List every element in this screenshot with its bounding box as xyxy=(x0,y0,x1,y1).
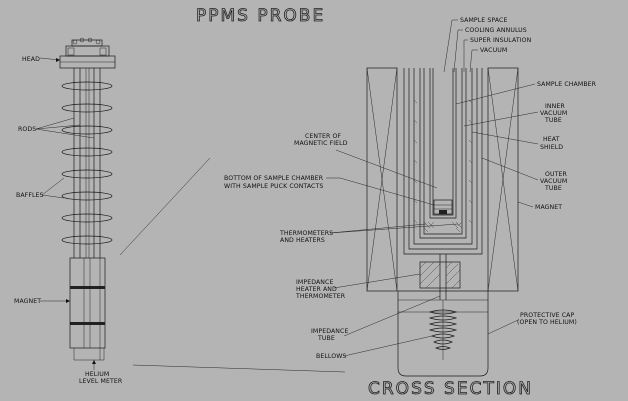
label-rods: RODS xyxy=(18,126,36,133)
probe-magnet xyxy=(69,257,106,361)
probe-baffles xyxy=(61,81,113,245)
label-super-insulation: SUPER INSULATION xyxy=(470,37,532,44)
label-impedance-tube-2: TUBE xyxy=(317,335,335,342)
sample-puck xyxy=(433,199,453,215)
label-center-field-2: MAGNETIC FIELD xyxy=(294,140,348,147)
label-magnet-left: MAGNET xyxy=(14,298,41,305)
label-inner-vacuum-tube-2: VACUUM xyxy=(540,110,567,117)
diagram-title: PPMS PROBE xyxy=(196,6,325,26)
label-inner-vacuum-tube-3: TUBE xyxy=(544,117,562,124)
label-impedance-tube-1: IMPEDANCE xyxy=(311,328,348,335)
label-magnet-right: MAGNET xyxy=(535,204,562,211)
label-bottom-chamber-2: WITH SAMPLE PUCK CONTACTS xyxy=(224,183,323,190)
label-protective-cap-1: PROTECTIVE CAP xyxy=(520,312,574,319)
label-cooling-annulus: COOLING ANNULUS xyxy=(465,27,527,34)
label-helium-2: LEVEL METER xyxy=(79,378,123,385)
probe-head xyxy=(59,37,116,69)
label-protective-cap-2: (OPEN TO HELIUM) xyxy=(517,319,577,326)
impedance-section xyxy=(419,254,461,300)
label-sample-chamber: SAMPLE CHAMBER xyxy=(537,81,597,88)
label-bellows: BELLOWS xyxy=(316,353,346,360)
label-thermometers-2: AND HEATERS xyxy=(280,237,325,244)
label-inner-vacuum-tube-1: INNER xyxy=(545,103,565,110)
probe-elevation: HEAD RODS BAFFLES MAGNET HELIUM LEVEL ME… xyxy=(14,37,123,385)
label-impedance-heater-1: IMPEDANCE xyxy=(296,279,333,286)
label-center-field-1: CENTER OF xyxy=(305,133,341,140)
magnet-right-block xyxy=(487,67,519,292)
thermometers-heaters xyxy=(423,221,463,233)
label-bottom-chamber-1: BOTTOM OF SAMPLE CHAMBER xyxy=(224,175,324,182)
heat-shield xyxy=(413,68,473,245)
label-baffles: BAFFLES xyxy=(16,192,44,199)
label-impedance-heater-2: HEATER AND xyxy=(296,286,337,293)
label-thermometers-1: THERMOMETERS xyxy=(279,230,333,237)
bellows xyxy=(428,300,458,360)
label-outer-vacuum-tube-3: TUBE xyxy=(544,185,562,192)
label-outer-vacuum-tube-1: OUTER xyxy=(545,171,567,178)
label-heat-shield-2: SHIELD xyxy=(540,144,563,151)
label-sample-space: SAMPLE SPACE xyxy=(460,17,508,24)
label-vacuum: VACUUM xyxy=(480,47,507,54)
label-impedance-heater-3: THERMOMETER xyxy=(295,293,346,300)
cross-section xyxy=(366,67,519,377)
sample-chamber xyxy=(429,68,457,219)
label-head: HEAD xyxy=(22,56,40,63)
magnet-left-block xyxy=(366,67,398,292)
inner-vacuum-tube xyxy=(419,68,467,239)
label-heat-shield-1: HEAT xyxy=(543,136,560,143)
diagram-subtitle: CROSS SECTION xyxy=(368,379,533,399)
probe-rods xyxy=(73,68,101,258)
label-outer-vacuum-tube-2: VACUUM xyxy=(540,178,567,185)
label-helium-1: HELIUM xyxy=(85,371,109,378)
outer-vacuum-tube xyxy=(403,68,483,255)
